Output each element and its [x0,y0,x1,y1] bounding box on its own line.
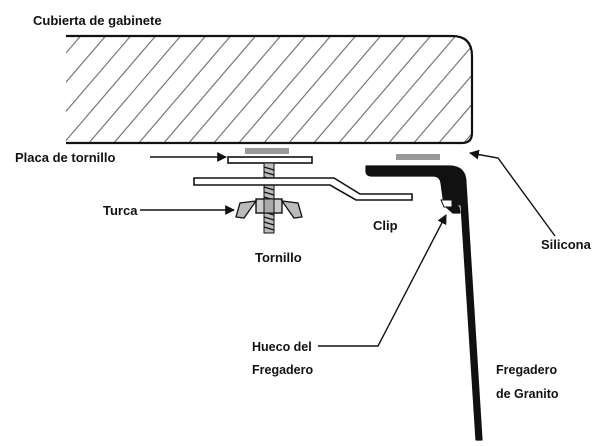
label-granite-sink-line1: Fregadero [496,363,557,377]
sink-gap-arrow [318,214,447,347]
label-clip: Clip [373,218,398,233]
screw [263,162,275,234]
label-countertop: Cubierta de gabinete [33,13,162,28]
granite-sink [365,165,483,441]
label-silicone: Silicona [541,237,592,252]
silicone-strip-left [245,148,289,154]
label-nut: Turca [103,203,138,218]
countertop [66,34,474,145]
label-screw: Tornillo [255,250,302,265]
countertop-outline [66,34,474,145]
wing-nut [235,198,303,219]
silicone-strip-right [396,154,440,160]
countertop-hatching [66,36,472,143]
label-screw-plate: Placa de tornillo [15,150,115,165]
clip [193,177,413,201]
sink-rim-notch [440,199,453,208]
screw-plate [227,156,313,164]
label-sink-gap-line2: Fregadero [252,363,313,377]
label-granite-sink-line2: de Granito [496,387,559,401]
silicone-arrow [469,149,556,237]
label-sink-gap-line1: Hueco del [252,340,312,354]
